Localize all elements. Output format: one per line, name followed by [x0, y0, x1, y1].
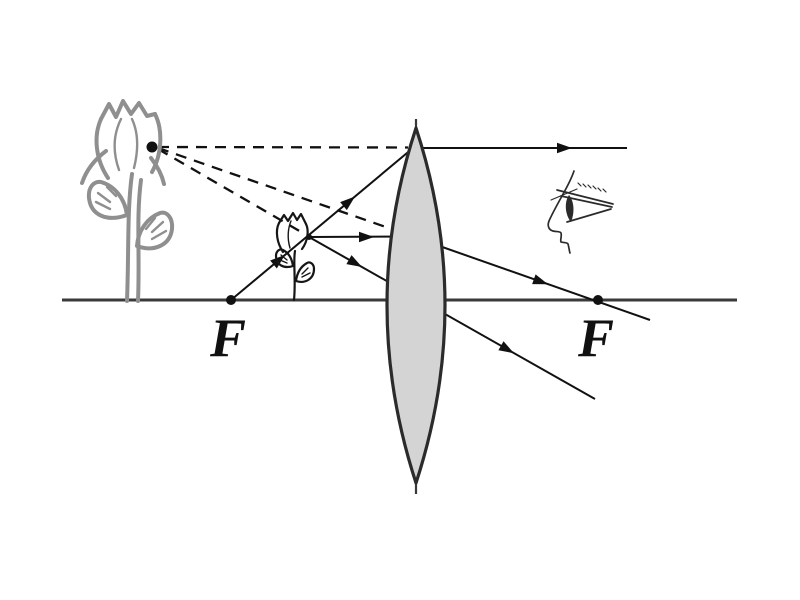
- object-bloom: [275, 221, 285, 254]
- virtual-ray-extensions: [157, 145, 409, 236]
- upper-eyelid: [556, 189, 614, 205]
- arrowhead-icon: [532, 274, 548, 285]
- flower-stem: [125, 172, 134, 303]
- ray-arrowheads: [270, 142, 572, 354]
- flower-bloom: [94, 117, 110, 180]
- object-leaf: [274, 248, 295, 269]
- lens-body: [385, 126, 447, 485]
- virtual-image-tip-dot: [146, 141, 158, 153]
- focal-label-left: F: [209, 308, 246, 368]
- virtual-image-flower: [80, 99, 175, 303]
- flower-sepal: [80, 149, 108, 185]
- focal-point-right-dot: [593, 295, 603, 305]
- flower-leaf: [86, 179, 129, 220]
- object-leaf-veins: [279, 254, 288, 264]
- nose-profile: [547, 170, 575, 254]
- focal-label-right: F: [577, 308, 614, 368]
- flower-inner-petal: [130, 117, 139, 170]
- object-inner-petal: [287, 220, 292, 249]
- flower-leaf-veins: [144, 216, 168, 241]
- converging-lens: [385, 119, 447, 494]
- arrowhead-icon: [359, 231, 374, 243]
- arrowhead-icon: [557, 142, 572, 154]
- object-stem: [292, 249, 297, 302]
- focal-point-left-dot: [226, 295, 236, 305]
- iris: [565, 195, 574, 222]
- flower-petals: [99, 99, 157, 121]
- object-tip-dot: [306, 234, 312, 240]
- arrowhead-icon: [346, 255, 362, 267]
- eyebrow-ticks: [577, 182, 607, 193]
- object-leaf-veins: [301, 267, 311, 278]
- dashed-ray-steep: [157, 148, 304, 234]
- eyelid-crease: [550, 188, 578, 201]
- flower-leaf: [135, 210, 175, 251]
- focal-points: F F: [209, 295, 614, 368]
- flower-leaf-veins: [94, 185, 118, 211]
- object-petals: [277, 211, 308, 226]
- observer-eye: [547, 170, 614, 254]
- ray-through-near-focus: [230, 147, 414, 301]
- dashed-ray-horizontal: [157, 145, 409, 149]
- lower-eyelid: [566, 208, 612, 223]
- object-leaf: [294, 261, 316, 283]
- flower-sepal: [149, 156, 166, 186]
- flower-inner-petal: [113, 117, 123, 172]
- arrowhead-icon: [498, 341, 514, 354]
- ray-exit-through-far-focus: [410, 235, 651, 321]
- flower-bloom: [150, 112, 163, 174]
- arrowhead-icon: [340, 196, 355, 211]
- dashed-ray-middle: [157, 146, 407, 236]
